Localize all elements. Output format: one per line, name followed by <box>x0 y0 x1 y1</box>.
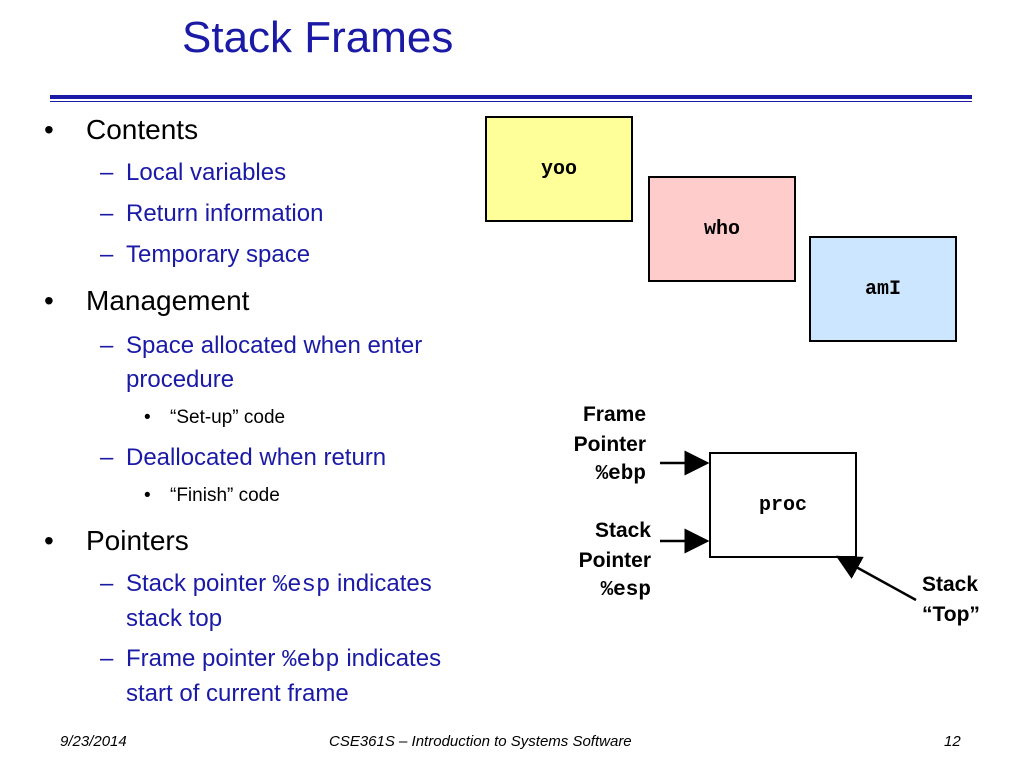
frame-label: who <box>703 218 740 241</box>
frame-who: who <box>648 176 796 282</box>
slide-title: Stack Frames <box>182 13 454 62</box>
bullet-heading: Management <box>86 285 250 316</box>
frame-amI: amI <box>809 236 957 342</box>
stack-top-label: Stack “Top” <box>922 573 980 626</box>
bullet-dot: • <box>44 285 54 316</box>
register-ebp: %ebp <box>282 647 340 674</box>
footer-course: CSE361S – Introduction to Systems Softwa… <box>329 733 632 750</box>
frame-proc: proc <box>709 452 857 558</box>
bullet-dot: • <box>44 525 54 556</box>
footer-page-number: 12 <box>944 733 961 750</box>
bullet-heading: Contents <box>86 114 199 145</box>
title-rule-thin <box>50 101 972 102</box>
title-rule-thick <box>50 95 972 99</box>
stack-pointer-label: Stack Pointer %esp <box>530 516 651 606</box>
stack-top-arrow <box>835 555 917 602</box>
frame-yoo: yoo <box>485 116 633 222</box>
register-esp: %esp <box>600 579 651 602</box>
register-ebp: %ebp <box>595 463 646 486</box>
footer-date: 9/23/2014 <box>60 733 127 750</box>
frame-pointer-label: Frame Pointer %ebp <box>530 400 646 490</box>
bullet-heading: Pointers <box>86 525 189 556</box>
bullet-dot: • <box>44 114 54 145</box>
frame-label: proc <box>758 494 807 517</box>
frame-label: amI <box>864 278 901 301</box>
register-esp: %esp <box>272 572 331 599</box>
frame-label: yoo <box>540 158 577 181</box>
